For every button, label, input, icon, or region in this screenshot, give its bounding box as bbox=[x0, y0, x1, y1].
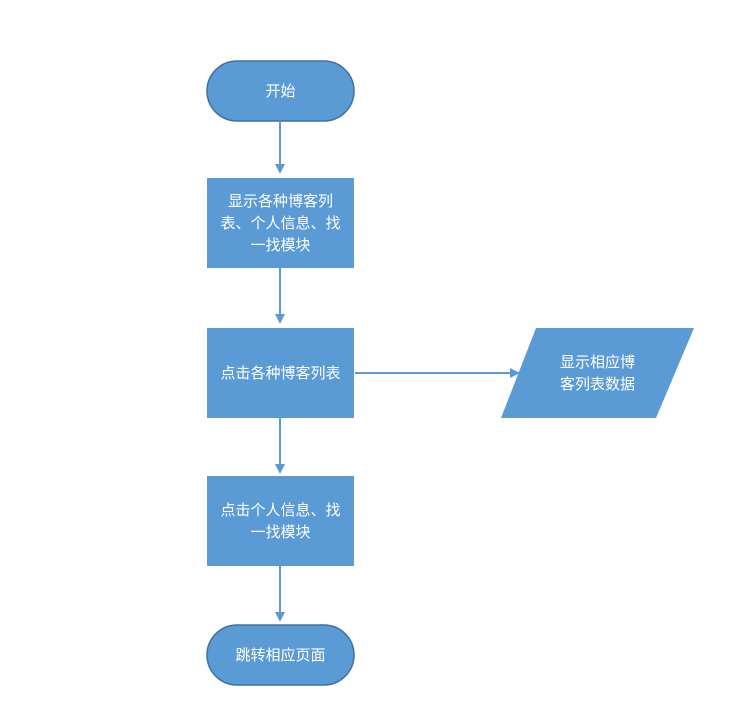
click-blog-list-process bbox=[207, 328, 354, 418]
show-blog-data-io bbox=[501, 328, 694, 418]
end-terminator bbox=[206, 624, 355, 686]
start-terminator bbox=[206, 60, 355, 122]
show-lists-process bbox=[207, 178, 354, 268]
click-profile-find-process bbox=[207, 476, 354, 566]
